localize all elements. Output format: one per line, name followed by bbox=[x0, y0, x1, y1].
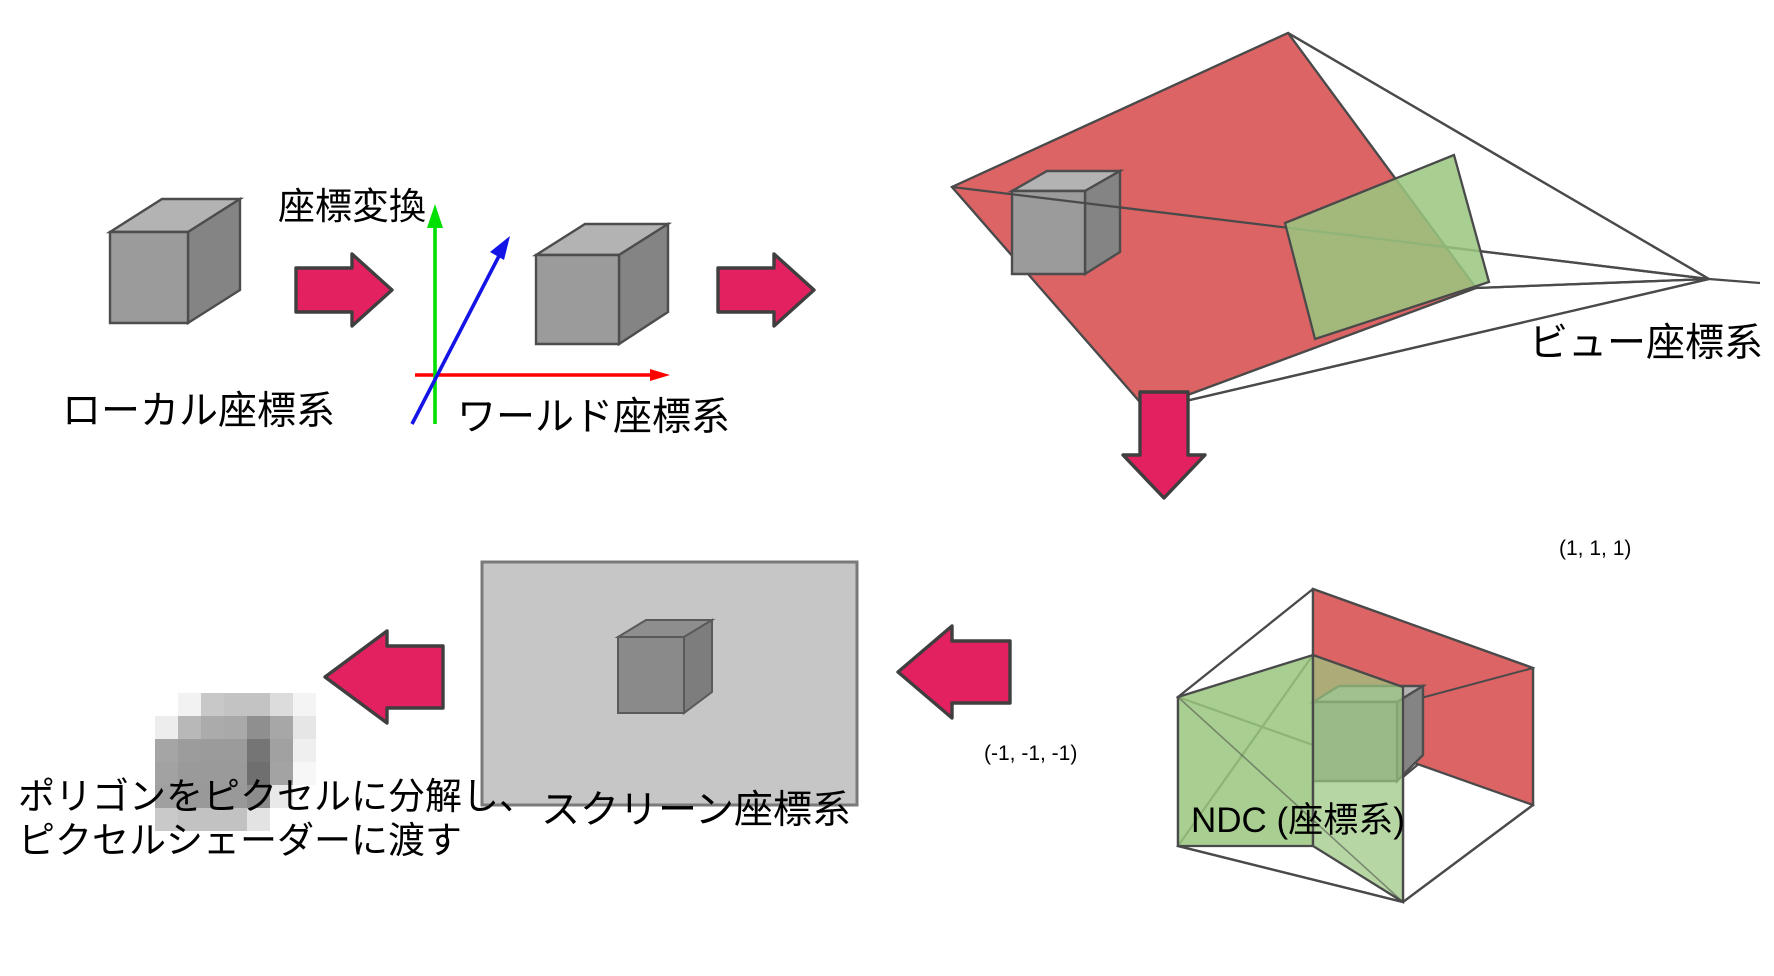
arrow-screen-to-raster bbox=[323, 629, 445, 725]
ndc-near-plane-b bbox=[1311, 653, 1405, 905]
z-axis-arrowhead bbox=[490, 236, 510, 260]
label-ndc-max-corner: (1, 1, 1) bbox=[1559, 537, 1632, 560]
screen-viewport bbox=[480, 560, 859, 807]
view-space-cube bbox=[1007, 168, 1125, 277]
label-local-space: ローカル座標系 bbox=[62, 390, 336, 433]
local-space-cube bbox=[105, 196, 245, 326]
arrow-local-to-world bbox=[294, 252, 394, 328]
label-screen-space: スクリーン座標系 bbox=[541, 789, 852, 832]
world-axes bbox=[410, 204, 670, 425]
label-view-space: ビュー座標系 bbox=[1529, 322, 1764, 365]
arrow-world-to-view bbox=[716, 252, 816, 328]
arrow-ndc-to-screen bbox=[896, 624, 1012, 720]
view-frustum bbox=[950, 31, 1761, 412]
label-rasterization-line2: ピクセルシェーダーに渡す bbox=[18, 819, 462, 861]
rasterized-pixel-cube bbox=[155, 693, 316, 831]
z-axis-line bbox=[410, 253, 502, 425]
arrow-view-to-ndc bbox=[1121, 390, 1207, 500]
label-ndc-space: NDC (座標系) bbox=[1191, 801, 1405, 840]
x-axis-arrowhead bbox=[650, 369, 670, 381]
label-ndc-min-corner: (-1, -1, -1) bbox=[984, 742, 1078, 765]
screen-space-cube bbox=[614, 618, 716, 715]
label-rasterization: ポリゴンをピクセルに分解し、ピクセルシェーダーに渡す bbox=[18, 775, 536, 862]
y-axis-arrowhead bbox=[427, 204, 443, 228]
world-space-cube bbox=[531, 221, 673, 347]
label-coordinate-transform: 座標変換 bbox=[278, 186, 426, 227]
label-rasterization-line1: ポリゴンをピクセルに分解し、 bbox=[18, 776, 536, 817]
ndc-box bbox=[1175, 587, 1536, 905]
label-world-space: ワールド座標系 bbox=[457, 396, 731, 439]
near-plane bbox=[1283, 153, 1491, 341]
